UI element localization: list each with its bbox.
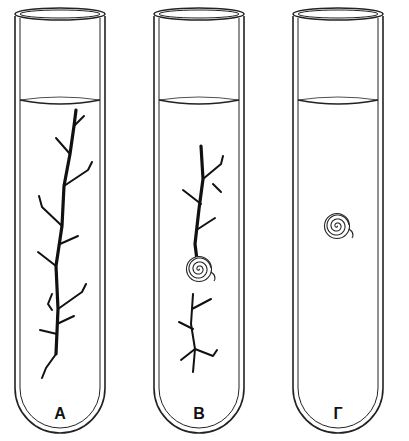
tube-inner-wall [298,18,378,428]
test-tube: Г [290,4,386,436]
water-plant [40,330,57,334]
water-plant [56,138,70,154]
tube-drawing [151,4,247,436]
water-plant [203,156,223,179]
water-plant [42,354,56,378]
water-plant [38,252,56,266]
water-plant [56,110,76,354]
water-plant [191,294,195,372]
water-plant [48,294,52,310]
water-surface [20,100,100,104]
water-plant [198,218,215,229]
tube-letter: В [193,406,205,422]
snail-spiral [327,215,349,235]
water-plant [39,196,62,226]
tube-inner-wall [159,18,239,428]
water-plant [57,316,74,324]
water-surface [298,97,378,100]
water-surface [298,100,378,104]
snail-shell [187,257,212,282]
snail-spiral [189,258,211,278]
water-plant [195,349,217,356]
water-plant [192,299,211,309]
tube-wall [293,16,383,433]
snail-shell [325,214,350,239]
tube-letter: А [54,406,66,422]
water-plant [183,190,201,204]
snail-foot [349,229,353,238]
water-plant [179,322,193,329]
water-plant [213,184,221,192]
water-plant [60,236,78,244]
tube-drawing [12,4,108,436]
water-surface [20,97,100,100]
water-surface [159,97,239,100]
tube-rim-inner [298,10,378,18]
tube-rim [154,8,244,20]
snail-foot [211,272,215,281]
tube-letter: Г [333,406,342,422]
tube-rim [293,8,383,20]
tube-rim [15,8,105,20]
tube-drawing [290,4,386,436]
water-plant [64,162,92,186]
test-tube: В [151,4,247,436]
water-surface [159,100,239,104]
tube-wall [154,16,244,433]
tube-wall [15,16,105,433]
test-tube: А [12,4,108,436]
water-plant [74,116,84,126]
water-plant [58,284,86,309]
tube-inner-wall [20,18,100,428]
tube-rim-inner [20,10,100,18]
tube-rim-inner [159,10,239,18]
water-plant [181,349,195,360]
